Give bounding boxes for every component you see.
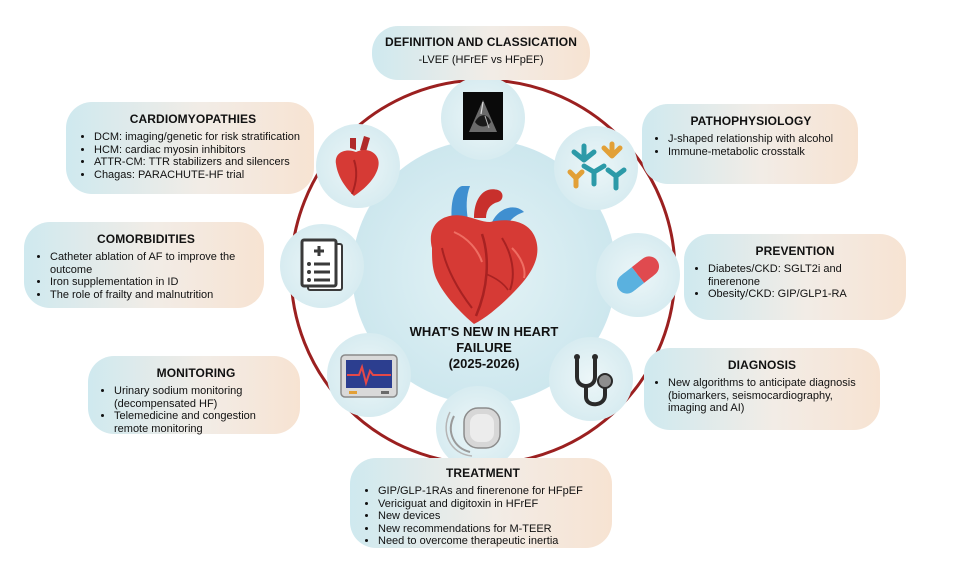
comorbidities-item: Catheter ablation of AF to improve the o… <box>50 251 254 276</box>
cardiomyopathies-item: ATTR-CM: TTR stabilizers and silencers <box>94 156 304 169</box>
treatment-title: TREATMENT <box>445 466 520 480</box>
heart-icon <box>335 136 379 196</box>
stethoscope-icon-circle <box>549 337 633 421</box>
treatment-item: New devices <box>378 510 600 523</box>
definition-item: -LVEF (HFrEF vs HFpEF) <box>418 54 544 66</box>
monitoring-item: Telemedicine and congestion remote monit… <box>114 410 290 435</box>
heart-monitor-icon <box>340 354 398 398</box>
anatomical-heart-icon <box>430 186 538 324</box>
prevention-title: PREVENTION <box>755 244 835 258</box>
treatment-item: Need to overcome therapeutic inertia <box>378 535 600 548</box>
cardiomyopathies-box: CARDIOMYOPATHIES DCM: imaging/genetic fo… <box>66 102 314 194</box>
definition-box: DEFINITION AND CLASSICATION -LVEF (HFrEF… <box>372 26 590 80</box>
comorbidities-box: COMORBIDITIES Catheter ablation of AF to… <box>24 222 264 308</box>
pathophysiology-item: Immune-metabolic crosstalk <box>668 146 846 159</box>
monitoring-box: MONITORING Urinary sodium monitoring (de… <box>88 356 300 435</box>
comorbidities-title: COMORBIDITIES <box>97 232 195 246</box>
treatment-box: TREATMENT GIP/GLP-1RAs and finerenone fo… <box>350 458 612 548</box>
prevention-item: Diabetes/CKD: SGLT2i and finerenone <box>708 263 894 288</box>
pathophysiology-box: PATHOPHYSIOLOGY J-shaped relationship wi… <box>642 104 858 184</box>
antibodies-icon <box>567 141 627 191</box>
pacemaker-icon <box>445 407 501 457</box>
cardiomyopathies-item: HCM: cardiac myosin inhibitors <box>94 144 304 157</box>
treatment-item: GIP/GLP-1RAs and finerenone for HFpEF <box>378 485 600 498</box>
capsule-icon-circle <box>596 233 680 317</box>
medical-report-icon <box>300 238 343 291</box>
heart-monitor-icon-circle <box>327 333 411 417</box>
definition-title: DEFINITION AND CLASSICATION <box>384 35 578 49</box>
cardiomyopathies-item: Chagas: PARACHUTE-HF trial <box>94 169 304 182</box>
monitoring-item: Urinary sodium monitoring (decompensated… <box>114 385 290 410</box>
pathophysiology-item: J-shaped relationship with alcohol <box>668 133 846 146</box>
cardiomyopathies-item: DCM: imaging/genetic for risk stratifica… <box>94 131 304 144</box>
center-title: WHAT'S NEW IN HEART FAILURE (2025-2026) <box>409 324 559 371</box>
monitoring-title: MONITORING <box>156 366 236 380</box>
diagnosis-box: DIAGNOSIS New algorithms to anticipate d… <box>644 348 880 430</box>
prevention-box: PREVENTION Diabetes/CKD: SGLT2i and fine… <box>684 234 906 320</box>
comorbidities-item: The role of frailty and malnutrition <box>50 289 254 302</box>
diagnosis-title: DIAGNOSIS <box>727 358 797 372</box>
capsule-icon <box>616 256 660 294</box>
echocardiogram-icon <box>463 92 503 140</box>
treatment-item: New recommendations for M-TEER <box>378 523 600 536</box>
cardiomyopathies-title: CARDIOMYOPATHIES <box>129 112 257 126</box>
heart-icon-circle <box>316 124 400 208</box>
treatment-item: Vericiguat and digitoxin in HFrEF <box>378 498 600 511</box>
pacemaker-icon-circle <box>436 386 520 470</box>
echocardiogram-icon-circle <box>441 76 525 160</box>
medical-report-icon-circle <box>280 224 364 308</box>
prevention-item: Obesity/CKD: GIP/GLP1-RA <box>708 288 894 301</box>
diagnosis-item: New algorithms to anticipate diagnosis (… <box>668 377 868 415</box>
pathophysiology-title: PATHOPHYSIOLOGY <box>690 114 812 128</box>
comorbidities-item: Iron supplementation in ID <box>50 276 254 289</box>
stethoscope-icon <box>574 354 613 407</box>
antibodies-icon-circle <box>554 126 638 210</box>
